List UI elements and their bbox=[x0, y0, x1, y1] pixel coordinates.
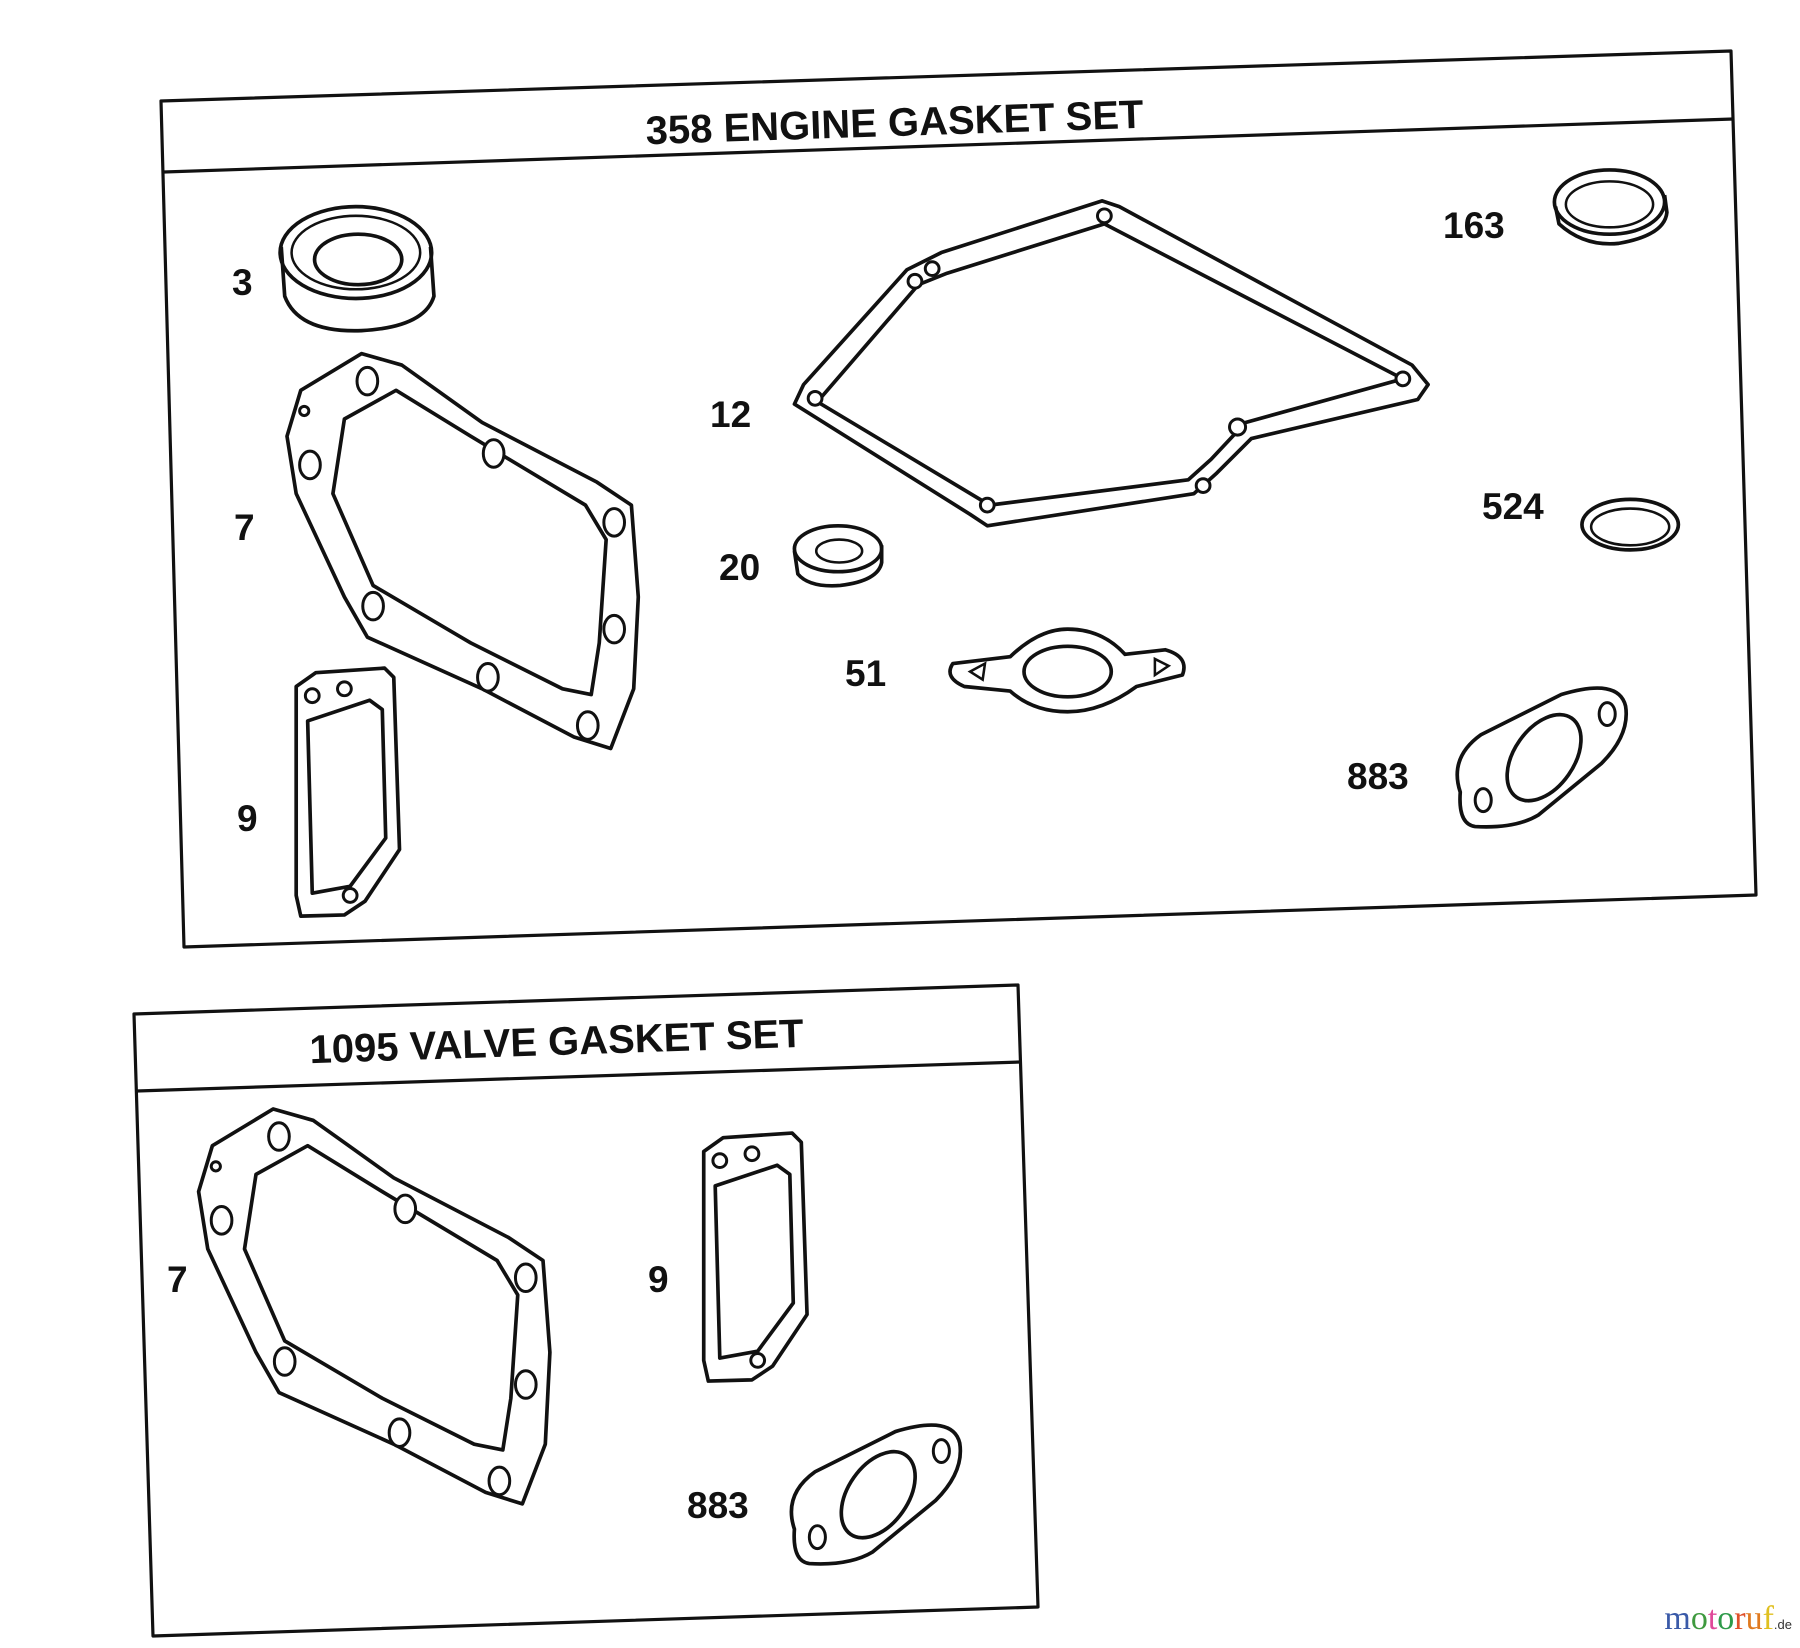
watermark-letter: m bbox=[1664, 1600, 1691, 1637]
part-label: 524 bbox=[1482, 486, 1544, 527]
part-524-drawing bbox=[1580, 497, 1681, 552]
part-9-drawing bbox=[701, 1131, 809, 1383]
watermark-letter: o bbox=[1717, 1600, 1735, 1637]
watermark-name: motoruf bbox=[1664, 1600, 1774, 1637]
section-title: 1095 VALVE GASKET SET bbox=[309, 1012, 804, 1072]
part-163-drawing bbox=[1552, 168, 1669, 246]
part-3-drawing bbox=[278, 204, 436, 333]
part-label: 7 bbox=[234, 507, 255, 548]
part-883-drawing bbox=[789, 1423, 963, 1566]
watermark-suffix: .de bbox=[1773, 1617, 1792, 1632]
part-51-drawing bbox=[948, 627, 1186, 714]
part-label: 9 bbox=[648, 1259, 669, 1300]
watermark-letter: f bbox=[1762, 1600, 1774, 1637]
part-label: 12 bbox=[710, 394, 751, 435]
watermark-logo: motoruf.de bbox=[1664, 1600, 1792, 1638]
valve-gasket-set-panel: 1095 VALVE GASKET SET 7 9 883 bbox=[132, 983, 1040, 1638]
panel-frame bbox=[132, 983, 1040, 1638]
part-label: 7 bbox=[167, 1259, 188, 1300]
part-label: 20 bbox=[719, 547, 760, 588]
part-7-drawing bbox=[196, 1107, 552, 1506]
part-label: 163 bbox=[1443, 205, 1505, 246]
watermark-letter: o bbox=[1690, 1600, 1708, 1637]
part-9-drawing bbox=[294, 666, 402, 918]
part-label: 51 bbox=[845, 653, 886, 694]
part-drawings bbox=[196, 1107, 963, 1566]
section-title: 358 ENGINE GASKET SET bbox=[645, 93, 1144, 153]
part-label: 883 bbox=[687, 1485, 749, 1526]
part-12-drawing bbox=[792, 199, 1430, 528]
panel-frame bbox=[159, 49, 1758, 949]
part-20-drawing bbox=[792, 523, 884, 588]
part-label: 9 bbox=[237, 798, 258, 839]
part-883-drawing bbox=[1455, 686, 1629, 829]
header-divider bbox=[136, 1060, 1021, 1093]
watermark-letter: u bbox=[1745, 1600, 1763, 1637]
engine-gasket-set-panel: 358 ENGINE GASKET SET bbox=[159, 49, 1758, 949]
header-divider bbox=[163, 117, 1734, 174]
part-label: 883 bbox=[1347, 756, 1409, 797]
watermark-letter: r bbox=[1734, 1600, 1746, 1637]
part-label: 3 bbox=[232, 262, 253, 303]
watermark-letter: t bbox=[1707, 1600, 1718, 1637]
part-drawings bbox=[278, 168, 1681, 918]
